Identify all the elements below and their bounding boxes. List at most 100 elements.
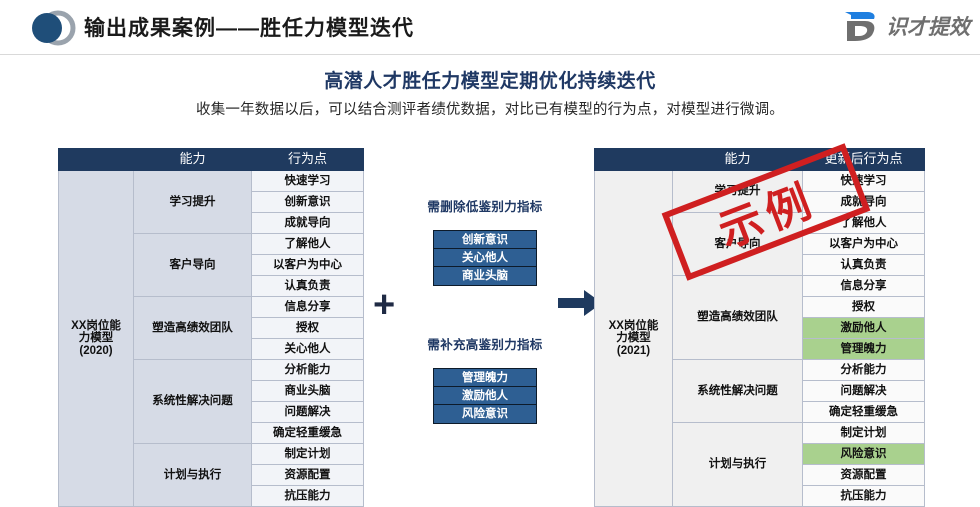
behavior-cell: 信息分享 [802, 275, 925, 297]
model-name-line-1: XX岗位能 [608, 319, 659, 332]
header-blank [58, 148, 134, 171]
model-name-line-3: (2021) [616, 344, 651, 357]
table-row: 成就导向 [595, 191, 925, 213]
behavior-cell: 分析能力 [802, 359, 925, 381]
behavior-cell: 制定计划 [802, 422, 925, 444]
behavior-cell: 资源配置 [251, 464, 364, 486]
table-row: 管理魄力 [595, 338, 925, 360]
competency-model-2020-table: 能力 行为点 XX岗位能力模型(2020)学习提升快速学习创新意识成就导向客户导… [58, 148, 364, 507]
table-header-row: 能力 更新后行为点 [594, 148, 925, 171]
capability-cell: 学习提升 [133, 170, 252, 234]
behavior-cell: 以客户为中心 [251, 254, 364, 276]
overlapping-circles-logo [32, 10, 76, 46]
right-arrow-icon [558, 290, 602, 316]
behavior-cell: 了解他人 [802, 212, 925, 234]
behavior-cell: 成就导向 [802, 191, 925, 213]
table-row: 系统性解决问题分析能力 [59, 359, 364, 444]
capability-cell: 计划与执行 [672, 422, 803, 507]
behavior-cell: 授权 [802, 296, 925, 318]
behavior-cell: 抗压能力 [802, 485, 925, 507]
behavior-cell: 分析能力 [251, 359, 364, 381]
remove-indicator-item: 关心他人 [434, 249, 536, 267]
remove-indicator-item: 创新意识 [434, 231, 536, 249]
behavior-cell: 快速学习 [251, 170, 364, 192]
header-blank [594, 148, 673, 171]
behavior-cell: 确定轻重缓急 [251, 422, 364, 444]
table-header-row: 能力 行为点 [58, 148, 364, 171]
behavior-cell: 以客户为中心 [802, 233, 925, 255]
table-row: 问题解决 [595, 380, 925, 402]
model-name-line-3: (2020) [79, 344, 113, 357]
table-row: XX岗位能力模型(2020)学习提升快速学习 [58, 170, 364, 507]
add-indicators-label: 需补充高鉴别力指标 [427, 338, 543, 352]
header-updated-behavior: 更新后行为点 [802, 148, 925, 171]
header-behavior: 行为点 [251, 148, 364, 171]
behavior-cell: 快速学习 [802, 170, 925, 192]
remove-indicator-item: 商业头脑 [462, 270, 508, 282]
competency-model-2021-table: 能力 更新后行为点 XX岗位能力模型(2021)学习提升快速学习成就导向客户导向… [594, 148, 925, 507]
capability-cell: 系统性解决问题 [672, 359, 803, 423]
slide-header: 输出成果案例——胜任力模型迭代 识才提效 [0, 0, 980, 55]
header-divider [0, 54, 980, 55]
add-indicator-item: 风险意识 [462, 408, 508, 420]
behavior-cell: 成就导向 [251, 212, 364, 234]
behavior-cell-new: 激励他人 [802, 317, 925, 339]
table-row: 创新意识 [59, 191, 364, 213]
model-name-line-2: 力模型 [78, 332, 114, 345]
table-row: 确定轻重缓急 [595, 401, 925, 423]
behavior-cell: 认真负责 [802, 254, 925, 276]
capability-cell: 学习提升 [672, 170, 803, 213]
behavior-cell: 认真负责 [251, 275, 364, 297]
remove-indicators-box: 创新意识关心他人商业头脑 [433, 230, 537, 286]
behavior-cell-new: 管理魄力 [802, 338, 925, 360]
table-row: 认真负责 [595, 254, 925, 276]
add-indicators-box: 管理魄力激励他人风险意识 [433, 368, 537, 424]
table-row: XX岗位能力模型(2021)学习提升快速学习 [594, 170, 925, 507]
page-title: 输出成果案例——胜任力模型迭代 [84, 17, 414, 40]
header-capability: 能力 [672, 148, 803, 171]
table-row: 塑造高绩效团队信息分享 [59, 296, 364, 360]
header-capability: 能力 [133, 148, 252, 171]
capability-cell: 计划与执行 [133, 443, 252, 507]
model-name-line-1: XX岗位能 [71, 319, 121, 332]
capability-cell: 塑造高绩效团队 [672, 275, 803, 360]
section-lead-text: 收集一年数据以后，可以结合测评者绩优数据，对比已有模型的行为点，对模型进行微调。 [196, 102, 784, 118]
corp-logo: 识才提效 [841, 8, 970, 44]
table-row: 以客户为中心 [595, 233, 925, 255]
plus-symbol: + [373, 284, 396, 326]
model-name-cell: XX岗位能力模型(2020) [58, 170, 134, 507]
behavior-cell: 创新意识 [251, 191, 364, 213]
capability-cell: 客户导向 [133, 233, 252, 297]
corp-logo-text: 识才提效 [886, 16, 970, 39]
behavior-cell: 了解他人 [251, 233, 364, 255]
behavior-cell: 资源配置 [802, 464, 925, 486]
table-row: 客户导向了解他人 [59, 233, 364, 297]
d-mark-icon [845, 12, 875, 41]
model-name-cell: XX岗位能力模型(2021) [594, 170, 673, 507]
behavior-cell: 授权 [251, 317, 364, 339]
behavior-cell: 问题解决 [802, 380, 925, 402]
capability-cell: 塑造高绩效团队 [133, 296, 252, 360]
behavior-cell: 抗压能力 [251, 485, 364, 507]
table-row: 关心他人 [59, 338, 364, 360]
add-indicator-item: 激励他人 [434, 387, 536, 405]
table-row: 塑造高绩效团队信息分享 [595, 275, 925, 360]
table-row: 问题解决 [59, 401, 364, 423]
behavior-cell: 制定计划 [251, 443, 364, 465]
table-row: 商业头脑 [59, 380, 364, 402]
behavior-cell-new: 风险意识 [802, 443, 925, 465]
table-row: 以客户为中心 [59, 254, 364, 276]
table-row: 认真负责 [59, 275, 364, 297]
section-subtitle: 高潜人才胜任力模型定期优化持续迭代 [324, 71, 656, 92]
behavior-cell: 商业头脑 [251, 380, 364, 402]
behavior-cell: 信息分享 [251, 296, 364, 318]
remove-indicators-label: 需删除低鉴别力指标 [427, 200, 543, 214]
behavior-cell: 关心他人 [251, 338, 364, 360]
capability-cell: 系统性解决问题 [133, 359, 252, 444]
add-indicator-item: 管理魄力 [434, 369, 536, 387]
behavior-cell: 问题解决 [251, 401, 364, 423]
capability-cell: 客户导向 [672, 212, 803, 276]
behavior-cell: 确定轻重缓急 [802, 401, 925, 423]
table-row: 激励他人 [595, 317, 925, 339]
model-name-line-2: 力模型 [616, 332, 651, 345]
